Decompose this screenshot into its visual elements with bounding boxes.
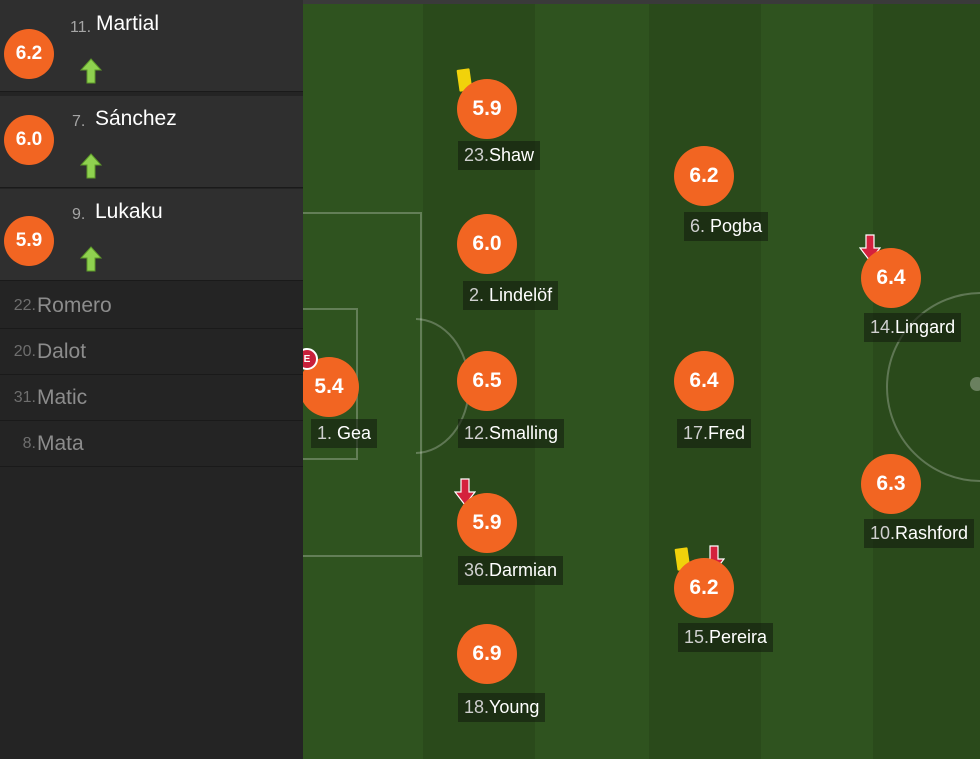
player-label: 6. Pogba xyxy=(684,212,769,241)
player-number: 31. xyxy=(13,388,36,406)
player-label: 2. Lindelöf xyxy=(463,281,559,310)
sub-in-arrow-icon xyxy=(80,58,102,84)
player-number: 11. xyxy=(70,19,92,36)
player-label: 12.Smalling xyxy=(458,419,565,448)
player-name: Matic xyxy=(37,385,88,409)
substitutes-panel: 6.2 11. Martial 6.0 7. Sánchez 5.9 9. Lu… xyxy=(0,0,303,759)
bench-row-mata[interactable]: 8. Mata xyxy=(0,421,303,467)
player-label: 10.Rashford xyxy=(864,519,975,548)
player-name: Smalling xyxy=(489,423,559,443)
sub-row-martial[interactable]: 6.2 11. Martial xyxy=(0,0,303,92)
player-name: Gea xyxy=(337,423,372,443)
player-name: Fred xyxy=(708,423,746,443)
rating-badge: 6.2 xyxy=(674,558,734,618)
center-spot xyxy=(970,377,980,391)
player-number: 14. xyxy=(870,317,896,337)
rating-badge: 5.9 xyxy=(457,493,517,553)
player-number: 9. xyxy=(72,206,86,223)
bench-row-romero[interactable]: 22. Romero xyxy=(0,283,303,329)
player-number: 7. xyxy=(72,113,86,130)
player-label: 36.Darmian xyxy=(458,556,564,585)
rating-badge: 6.4 xyxy=(674,351,734,411)
sub-row-lukaku[interactable]: 5.9 9. Lukaku xyxy=(0,189,303,281)
player-name: Rashford xyxy=(895,523,969,543)
player-name: Sánchez xyxy=(95,107,177,130)
player-number: 22. xyxy=(13,296,36,314)
player-label: 18.Young xyxy=(458,693,546,722)
pitch-stripe xyxy=(535,4,649,759)
player-number: 1. xyxy=(317,423,333,443)
rating-badge: 6.2 xyxy=(674,146,734,206)
player-number: 17. xyxy=(683,423,709,443)
player-label: 23.Shaw xyxy=(458,141,541,170)
player-number: 8. xyxy=(22,434,36,452)
player-name: Darmian xyxy=(489,560,558,580)
rating-badge: 6.0 xyxy=(457,214,517,274)
player-number: 10. xyxy=(870,523,896,543)
player-name: Shaw xyxy=(489,145,535,165)
player-label: 17.Fred xyxy=(677,419,752,448)
sub-row-sanchez[interactable]: 6.0 7. Sánchez xyxy=(0,96,303,188)
player-number: 23. xyxy=(464,145,490,165)
sub-in-arrow-icon xyxy=(80,246,102,272)
player-label: 1. Gea xyxy=(311,419,378,448)
rating-badge: 5.4 xyxy=(303,357,359,417)
player-name: Lingard xyxy=(895,317,956,337)
bench-row-dalot[interactable]: 20. Dalot xyxy=(0,329,303,375)
rating-badge: 6.2 xyxy=(4,29,54,79)
error-badge-icon: E xyxy=(303,348,318,370)
player-label: 14.Lingard xyxy=(864,313,962,342)
player-name: Romero xyxy=(37,293,112,317)
player-number: 36. xyxy=(464,560,490,580)
player-number: 2. xyxy=(469,285,485,305)
player-name: Mata xyxy=(37,431,84,455)
rating-badge: 6.4 xyxy=(861,248,921,308)
player-name: Dalot xyxy=(37,339,87,363)
rating-badge: 6.5 xyxy=(457,351,517,411)
player-name: Lindelöf xyxy=(489,285,553,305)
sub-in-arrow-icon xyxy=(80,153,102,179)
player-name: Pogba xyxy=(710,216,763,236)
bench-row-matic[interactable]: 31. Matic xyxy=(0,375,303,421)
pitch: 5.4 E 1. Gea 5.9 23.Shaw 6.0 2. Lindelöf… xyxy=(303,0,980,759)
rating-badge: 6.0 xyxy=(4,115,54,165)
pitch-top-bar xyxy=(303,0,980,4)
player-label: 15.Pereira xyxy=(678,623,774,652)
rating-badge: 6.3 xyxy=(861,454,921,514)
player-number: 18. xyxy=(464,697,490,717)
player-name: Lukaku xyxy=(95,200,163,223)
player-name: Young xyxy=(489,697,540,717)
player-number: 12. xyxy=(464,423,490,443)
pitch-stripe xyxy=(761,4,873,759)
player-number: 6. xyxy=(690,216,706,236)
rating-badge: 5.9 xyxy=(4,216,54,266)
player-number: 20. xyxy=(13,342,36,360)
rating-badge: 6.9 xyxy=(457,624,517,684)
player-name: Pereira xyxy=(709,627,768,647)
player-number: 15. xyxy=(684,627,710,647)
rating-badge: 5.9 xyxy=(457,79,517,139)
player-name: Martial xyxy=(96,12,160,35)
